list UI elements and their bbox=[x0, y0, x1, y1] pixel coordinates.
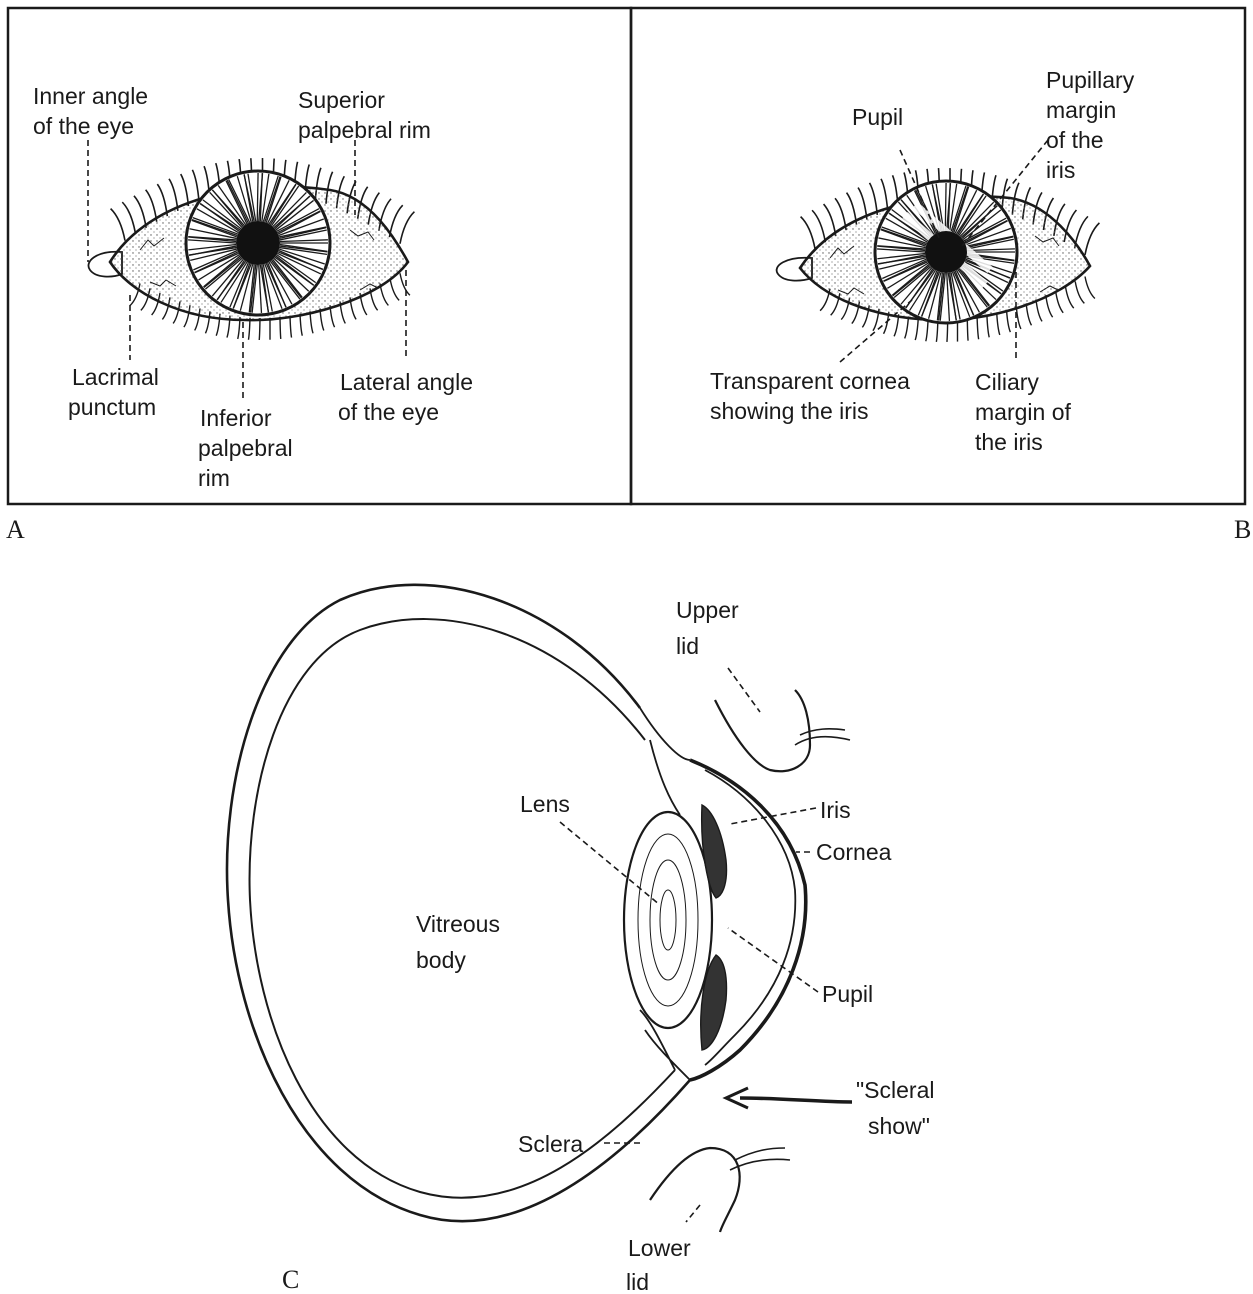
globe-inner-wall bbox=[250, 619, 675, 1198]
pupil-b bbox=[925, 231, 967, 273]
label-lacrimal-punctum: Lacrimal punctum bbox=[68, 364, 165, 420]
label-transparent-cornea: Transparent cornea showing the iris bbox=[710, 368, 916, 424]
panel-letter-b: B bbox=[1234, 515, 1251, 544]
label-upper-lid: Upper lid bbox=[676, 597, 745, 659]
lower-lid bbox=[650, 1148, 740, 1232]
label-pupil-c: Pupil bbox=[822, 981, 873, 1007]
label-cornea: Cornea bbox=[816, 839, 892, 865]
label-ciliary-margin: Ciliary margin of the iris bbox=[975, 369, 1077, 455]
label-superior-palpebral-rim: Superior palpebral rim bbox=[298, 87, 431, 143]
label-scleral-show: "Scleral show" bbox=[856, 1077, 941, 1139]
panel-b-eye-illustration bbox=[777, 168, 1100, 342]
panel-a-eye-illustration bbox=[88, 158, 414, 340]
label-inferior-palpebral-rim: Inferior palpebral rim bbox=[198, 405, 299, 491]
label-pupil-b: Pupil bbox=[852, 104, 903, 130]
label-inner-angle: Inner angle of the eye bbox=[33, 83, 154, 139]
label-pupillary-margin: Pupillary margin of the iris bbox=[1046, 67, 1141, 183]
label-lower-lid: Lower lid bbox=[626, 1235, 697, 1294]
label-vitreous-body: Vitreous body bbox=[416, 911, 506, 973]
lens bbox=[624, 812, 712, 1028]
label-lateral-angle: Lateral angle of the eye bbox=[338, 369, 479, 425]
panel-letter-a: A bbox=[6, 515, 25, 544]
label-iris-c: Iris bbox=[820, 797, 851, 823]
panel-letter-c: C bbox=[282, 1265, 299, 1294]
pupil-a bbox=[236, 221, 280, 265]
label-lens: Lens bbox=[520, 791, 570, 817]
scleral-show-arrow bbox=[740, 1098, 852, 1102]
label-sclera: Sclera bbox=[518, 1131, 583, 1157]
upper-lid bbox=[715, 690, 810, 771]
globe-outer-wall bbox=[227, 585, 690, 1221]
